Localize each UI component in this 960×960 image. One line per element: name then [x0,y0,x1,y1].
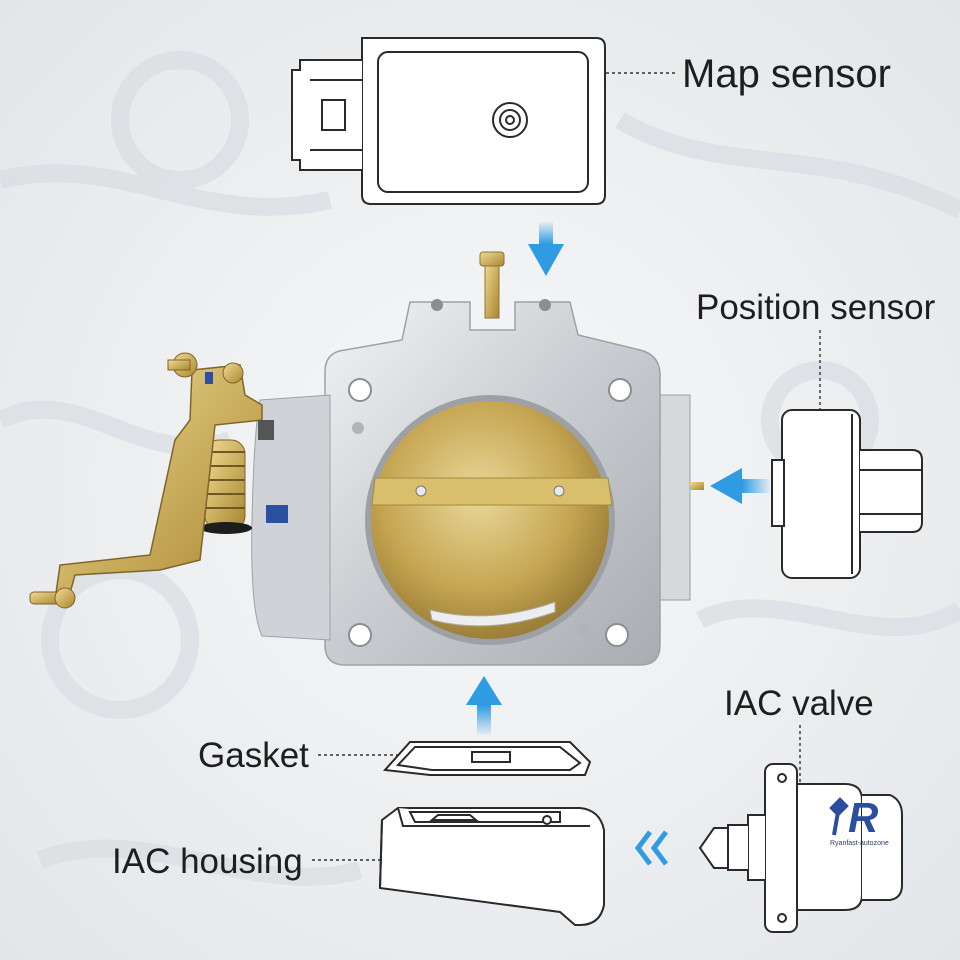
brand-logo-watermark: R [829,794,879,841]
left-arrow-icon [710,468,770,504]
iac-valve-label: IAC valve [724,684,874,723]
iac-housing-drawing [378,807,605,926]
map-sensor-label: Map sensor [682,52,891,96]
position-sensor-drawing [771,409,923,579]
down-arrow-icon [528,222,564,276]
iac-housing-label: IAC housing [112,842,303,881]
gasket-label: Gasket [198,736,309,775]
up-arrow-icon [466,676,502,735]
position-sensor-label: Position sensor [696,288,936,327]
gasket-drawing [382,741,592,776]
watermark-caption: Ryanfast-autozone [830,840,889,847]
throttle-body-photo [29,251,704,666]
svg-text:R: R [848,794,879,841]
iac-valve-drawing [698,763,903,933]
map-sensor-drawing [291,37,606,205]
double-chevron-left-icon [634,830,668,866]
